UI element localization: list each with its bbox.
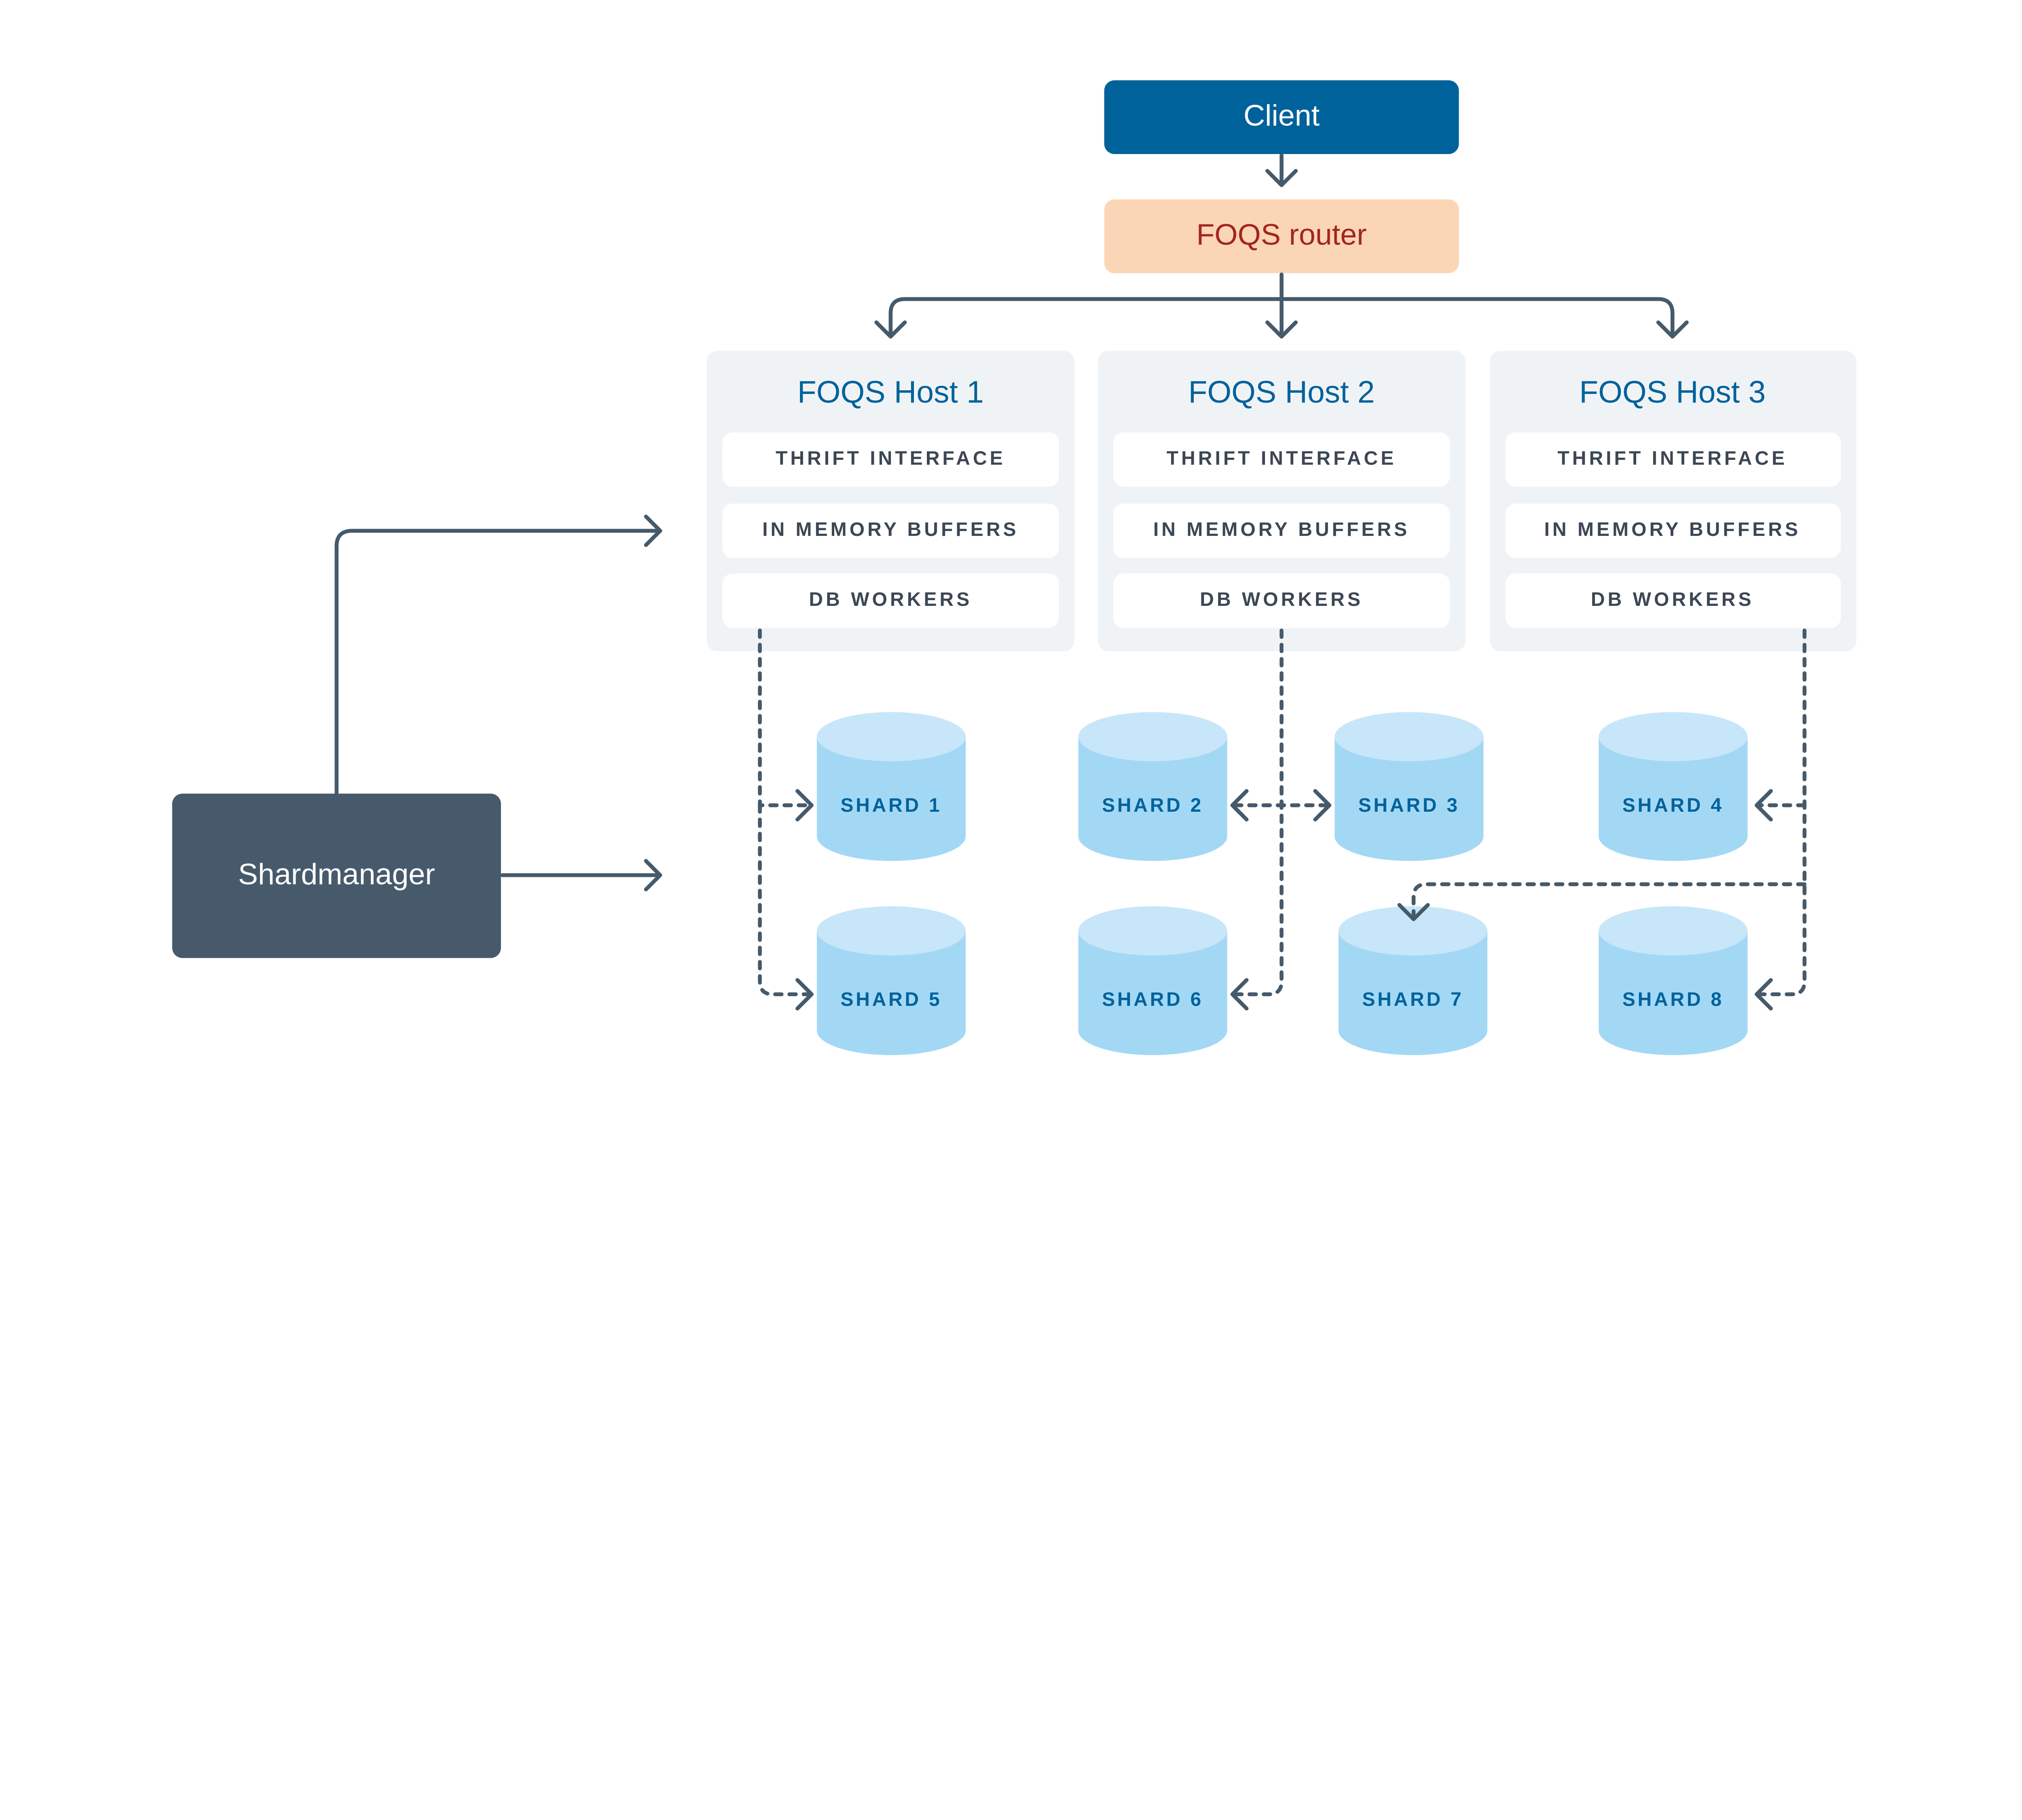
host-3: FOQS Host 3 THRIFT INTERFACE IN MEMORY B… <box>1490 351 1857 652</box>
shardmanager-connectors <box>334 514 662 891</box>
thrift-interface: THRIFT INTERFACE <box>776 448 1006 469</box>
db-workers: DB WORKERS <box>1200 589 1363 610</box>
cylinder-body <box>1338 931 1487 1055</box>
cylinder-top <box>1599 712 1748 762</box>
router-node: FOQS router <box>1104 199 1459 273</box>
host-title: FOQS Host 2 <box>1189 375 1375 410</box>
shard-label: SHARD 7 <box>1362 989 1464 1010</box>
shard-1: SHARD 1 <box>816 712 966 861</box>
shard-label: SHARD 5 <box>840 989 942 1010</box>
db-workers: DB WORKERS <box>809 589 972 610</box>
in-memory-buffers: IN MEMORY BUFFERS <box>1544 519 1801 540</box>
cylinder-top <box>1078 712 1227 762</box>
shard-label: SHARD 3 <box>1358 795 1460 816</box>
in-memory-buffers: IN MEMORY BUFFERS <box>1153 519 1410 540</box>
client-label: Client <box>1244 98 1320 132</box>
shard-label: SHARD 4 <box>1622 795 1724 816</box>
shard-3: SHARD 3 <box>1335 712 1484 861</box>
host-1: FOQS Host 1 THRIFT INTERFACE IN MEMORY B… <box>706 351 1074 652</box>
thrift-interface: THRIFT INTERFACE <box>1167 448 1397 469</box>
shard-6: SHARD 6 <box>1078 906 1227 1055</box>
cylinder-body <box>1335 736 1484 861</box>
cylinder-body <box>1599 931 1748 1055</box>
db-workers: DB WORKERS <box>1591 589 1754 610</box>
shard-label: SHARD 6 <box>1102 989 1203 1010</box>
router-label: FOQS router <box>1196 218 1366 251</box>
in-memory-buffers: IN MEMORY BUFFERS <box>762 519 1019 540</box>
shard-label: SHARD 1 <box>840 795 942 816</box>
shards: SHARD 1 SHARD 2 SHARD 3 SHARD 4 SHARD 5 SHARD… <box>816 712 1748 1055</box>
client-node: Client <box>1104 80 1459 154</box>
shard-4: SHARD 4 <box>1599 712 1748 861</box>
foqs-architecture-diagram: Client FOQS router FOQS Host 1 THRIFT IN… <box>172 80 1857 1055</box>
shard-8: SHARD 8 <box>1599 906 1748 1055</box>
cylinder-body <box>816 736 966 861</box>
cylinder-body <box>1078 931 1227 1055</box>
cylinder-body <box>1078 736 1227 861</box>
thrift-interface: THRIFT INTERFACE <box>1557 448 1787 469</box>
arrow-head <box>1265 169 1298 187</box>
shard-2: SHARD 2 <box>1078 712 1227 861</box>
shard-7: SHARD 7 <box>1338 906 1487 1055</box>
cylinder-body <box>1599 736 1748 861</box>
cylinder-body <box>816 931 966 1055</box>
shard-5: SHARD 5 <box>816 906 966 1055</box>
cylinder-top <box>1335 712 1484 762</box>
shard-label: SHARD 2 <box>1102 795 1203 816</box>
shardmanager-label: Shardmanager <box>238 857 435 891</box>
host-title: FOQS Host 3 <box>1579 375 1766 410</box>
cylinder-top <box>1078 906 1227 956</box>
router-to-hosts-connector <box>874 272 1689 339</box>
host-2: FOQS Host 2 THRIFT INTERFACE IN MEMORY B… <box>1098 351 1466 652</box>
cylinder-top <box>1338 906 1487 956</box>
shardmanager-node: Shardmanager <box>172 794 501 958</box>
cylinder-top <box>1599 906 1748 956</box>
shard-label: SHARD 8 <box>1622 989 1724 1010</box>
host-title: FOQS Host 1 <box>797 375 984 410</box>
cylinder-top <box>816 712 966 762</box>
db-worker-connectors <box>758 629 1807 1011</box>
cylinder-top <box>816 906 966 956</box>
